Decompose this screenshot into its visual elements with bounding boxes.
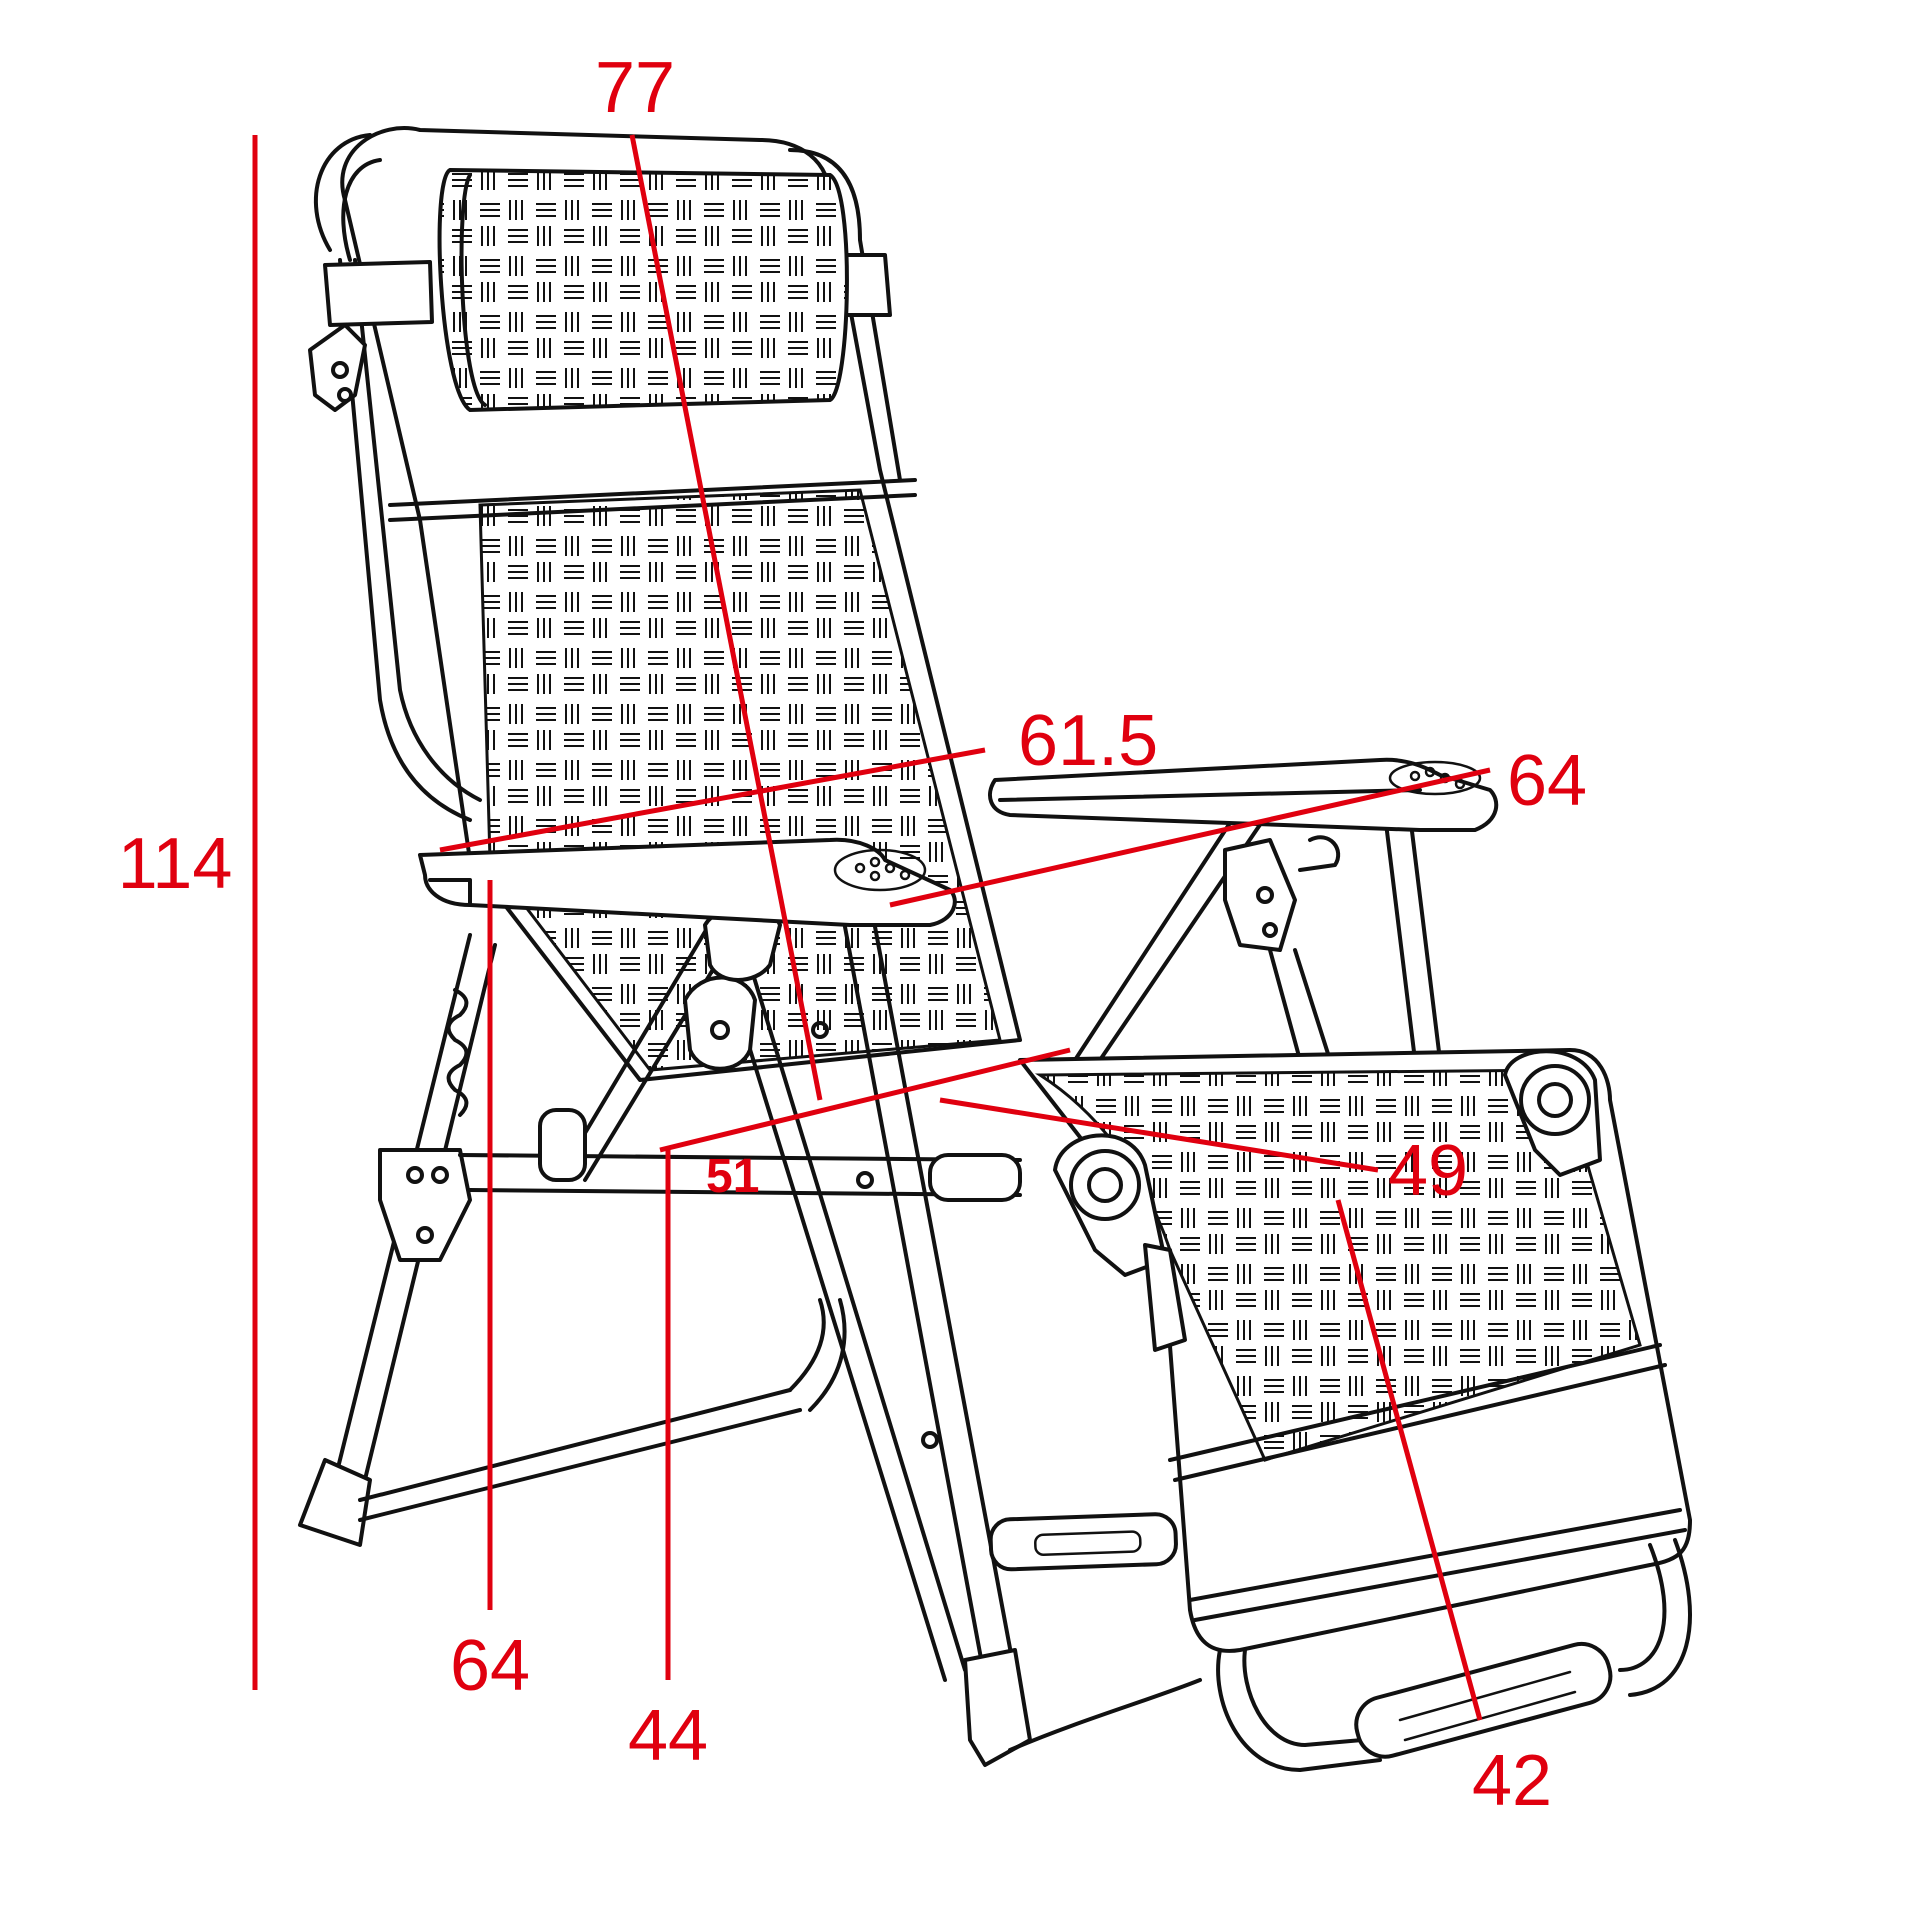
right-arm-support bbox=[1073, 798, 1442, 1062]
seat-legrest bbox=[1018, 1048, 1692, 1772]
dim-line-seat-depth bbox=[659, 1047, 1071, 1153]
dim-line-leg-rest-length bbox=[1335, 1199, 1483, 1721]
left-armrest bbox=[418, 837, 957, 927]
dim-line-leg-rest-width bbox=[939, 1097, 1379, 1173]
front-frame bbox=[538, 898, 1202, 1767]
dimension-lines bbox=[252, 134, 1491, 1721]
dim-line-backrest-length bbox=[629, 134, 823, 1101]
dim-label-armrest-height: 64 bbox=[450, 1626, 530, 1706]
dim-label-leg-rest-width: 49 bbox=[1388, 1131, 1468, 1211]
dim-label-seat-height: 44 bbox=[628, 1696, 708, 1776]
dim-label-backrest-length: 77 bbox=[595, 48, 675, 128]
rear-frame bbox=[298, 933, 847, 1547]
chair-drawing bbox=[298, 126, 1692, 1772]
dim-label-leg-rest-length: 42 bbox=[1472, 1741, 1552, 1821]
dim-label-overall-height: 114 bbox=[118, 824, 233, 904]
seat-hinges bbox=[1053, 1049, 1602, 1352]
dim-label-seat-depth: 51 bbox=[706, 1150, 759, 1203]
right-armrest bbox=[988, 757, 1499, 832]
dim-label-armrest-length: 64 bbox=[1507, 741, 1587, 821]
dim-line-armrest-length bbox=[889, 767, 1491, 908]
head-pillow bbox=[437, 167, 849, 413]
dim-label-armrest-width: 61.5 bbox=[1018, 701, 1158, 781]
dim-line-armrest-width bbox=[439, 747, 986, 853]
